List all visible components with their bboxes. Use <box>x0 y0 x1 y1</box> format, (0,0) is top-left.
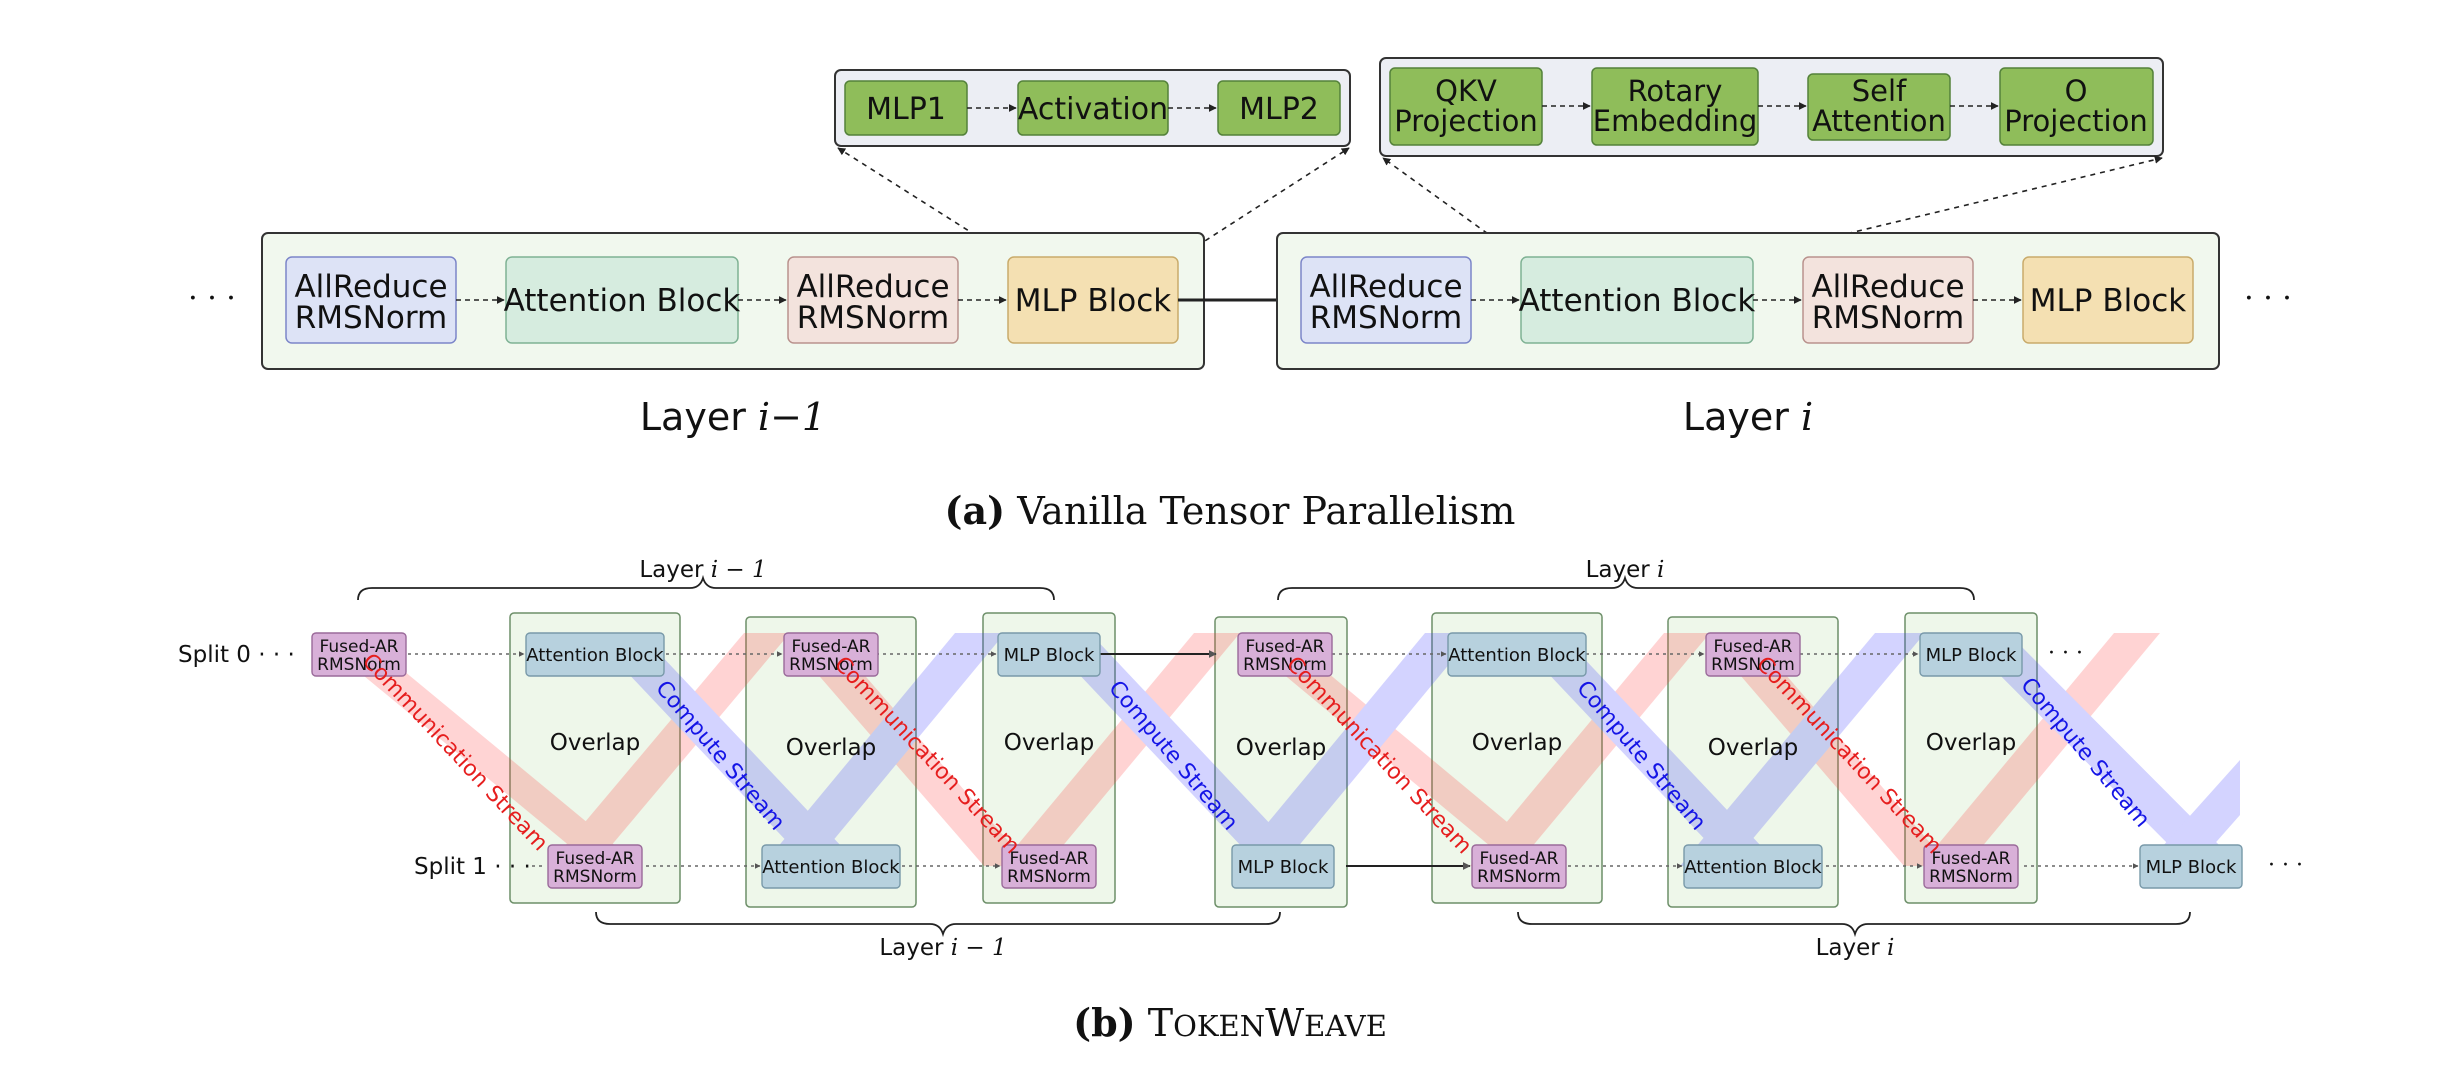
top-brace-label-layer-i-minus-1: Layer i − 1 <box>639 557 766 583</box>
s0-fused-4-line2: RMSNorm <box>1711 655 1795 675</box>
s0-fused-1-line2: RMSNorm <box>317 655 401 675</box>
top-right-ellipsis: · · · <box>2244 281 2292 316</box>
s0-fused-2-line1: Fused-AR <box>792 637 871 657</box>
layer1-allreduce2-line2: RMSNorm <box>1812 300 1965 336</box>
s0-fused-4-line1: Fused-AR <box>1714 637 1793 657</box>
layer-i-label: Layer i <box>1683 395 1813 439</box>
bottom-brace-label-layer-i-minus-1: Layer i − 1 <box>879 935 1006 961</box>
overlap-label-1: Overlap <box>550 730 640 756</box>
stream-bands <box>312 633 2240 866</box>
s1-fused-1-line1: Fused-AR <box>556 849 635 869</box>
s0-fused-2-line2: RMSNorm <box>789 655 873 675</box>
s0-mlp-2: MLP Block <box>1926 645 2017 666</box>
s0-fused-1-line1: Fused-AR <box>320 637 399 657</box>
layer0-allreduce2-line1: AllReduce <box>796 269 949 305</box>
attn-detail-self-line1: Self <box>1852 74 1907 108</box>
s1-fused-2-line2: RMSNorm <box>1007 867 1091 887</box>
layer-i-minus-1-label: Layer i−1 <box>640 395 826 439</box>
layer1-mlp-block: MLP Block <box>2030 283 2186 319</box>
attn-detail-qkv-line2: Projection <box>1394 104 1537 138</box>
layer0-mlp-block: MLP Block <box>1015 283 1171 319</box>
layer1-attention-block: Attention Block <box>1519 283 1756 319</box>
overlap-label-6: Overlap <box>1708 735 1798 761</box>
attn-detail-o-line2: Projection <box>2004 104 2147 138</box>
split-1-trailing-ellipsis: · · · <box>2268 853 2303 878</box>
top-brace-label-layer-i: Layer i <box>1586 557 1665 583</box>
layer1-allreduce2-line1: AllReduce <box>1811 269 1964 305</box>
layer-i-minus-1: AllReduce RMSNorm Attention Block AllRed… <box>261 232 1205 439</box>
caption-b: (b) TOKENWEAVE <box>1073 1000 1387 1045</box>
attn-detail-rotary-line2: Embedding <box>1593 104 1757 138</box>
mlp-detail-mlp1: MLP1 <box>866 92 946 127</box>
attn-detail-self-line2: Attention <box>1812 104 1946 138</box>
s0-fused-3-line2: RMSNorm <box>1243 655 1327 675</box>
overlap-label-7: Overlap <box>1926 730 2016 756</box>
s1-fused-3-line2: RMSNorm <box>1477 867 1561 887</box>
s0-fused-3-line1: Fused-AR <box>1246 637 1325 657</box>
s0-attention-1: Attention Block <box>526 645 664 666</box>
part-a-vanilla-tp: MLP1 Activation MLP2 QKV Projection Rota… <box>188 57 2292 533</box>
mlp-detail-mlp2: MLP2 <box>1239 92 1319 127</box>
split-0-label: Split 0 · · · <box>178 642 295 668</box>
overlap-boxes <box>509 612 2038 908</box>
s1-fused-1-line2: RMSNorm <box>553 867 637 887</box>
overlap-label-4: Overlap <box>1236 735 1326 761</box>
layer1-allreduce1-line2: RMSNorm <box>1310 300 1463 336</box>
s0-attention-2: Attention Block <box>1448 645 1586 666</box>
layer-i: AllReduce RMSNorm Attention Block AllRed… <box>1276 232 2220 439</box>
split-1-label: Split 1 · · · <box>414 854 531 880</box>
caption-a: (a) Vanilla Tensor Parallelism <box>945 488 1516 533</box>
s1-mlp-1: MLP Block <box>1238 857 1329 878</box>
s1-fused-4-line1: Fused-AR <box>1932 849 2011 869</box>
attn-detail-o-line1: O <box>2065 74 2088 108</box>
layer0-allreduce2-line2: RMSNorm <box>797 300 950 336</box>
layer0-allreduce1-line1: AllReduce <box>294 269 447 305</box>
layer0-allreduce1-line2: RMSNorm <box>295 300 448 336</box>
layer0-attention-block: Attention Block <box>504 283 741 319</box>
s1-fused-3-line1: Fused-AR <box>1480 849 1559 869</box>
split-1-row: Fused-AR RMSNorm Attention Block Fused-A… <box>547 844 2243 889</box>
attn-detail-rotary-line1: Rotary <box>1628 74 1723 108</box>
overlap-labels: Overlap Overlap Overlap Overlap Overlap … <box>550 730 2016 761</box>
top-left-ellipsis: · · · <box>188 281 236 316</box>
split-flow-lines <box>408 651 2139 869</box>
layer1-allreduce1-line1: AllReduce <box>1309 269 1462 305</box>
top-braces <box>357 574 1975 601</box>
bottom-brace-label-layer-i: Layer i <box>1816 935 1895 961</box>
overlap-label-5: Overlap <box>1472 730 1562 756</box>
overlap-label-3: Overlap <box>1004 730 1094 756</box>
split-0-trailing-ellipsis: · · · <box>2048 641 2083 666</box>
split-0-row: Fused-AR RMSNorm Attention Block Fused-A… <box>311 632 2023 677</box>
s1-mlp-2: MLP Block <box>2146 857 2237 878</box>
bottom-braces <box>595 911 2191 938</box>
s0-mlp-1: MLP Block <box>1004 645 1095 666</box>
s1-attention-2: Attention Block <box>1684 857 1822 878</box>
attention-detail-panel: QKV Projection Rotary Embedding Self Att… <box>1379 57 2164 157</box>
s1-attention-1: Attention Block <box>762 857 900 878</box>
mlp-detail-panel: MLP1 Activation MLP2 <box>834 69 1351 147</box>
s1-fused-4-line2: RMSNorm <box>1929 867 2013 887</box>
mlp-detail-activation: Activation <box>1018 92 1168 127</box>
split-solid-lines <box>1100 650 1471 870</box>
overlap-label-2: Overlap <box>786 735 876 761</box>
attn-detail-qkv-line1: QKV <box>1435 74 1497 108</box>
s1-fused-2-line1: Fused-AR <box>1010 849 1089 869</box>
part-b-tokenweave: Layer i − 1 Layer i Layer i − 1 Layer i <box>178 557 2303 1045</box>
